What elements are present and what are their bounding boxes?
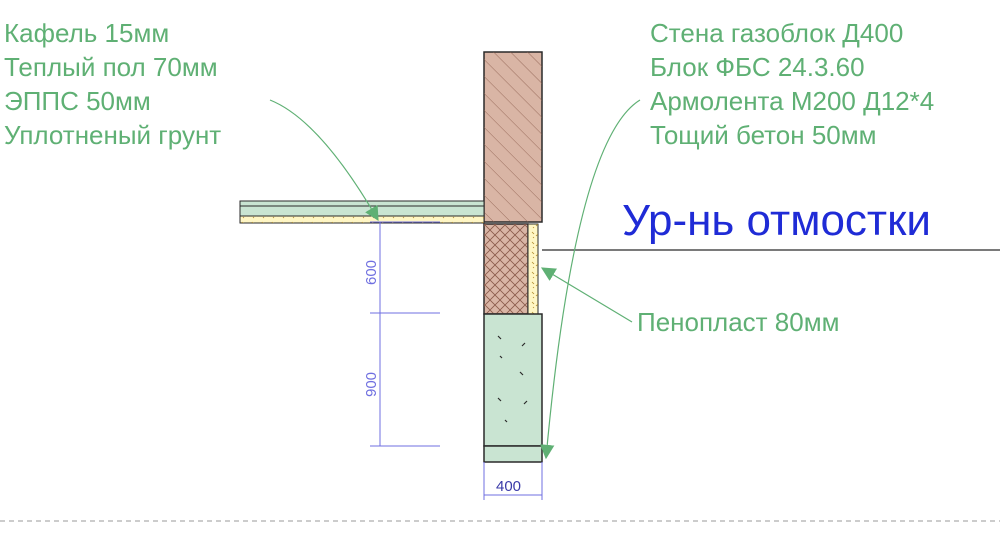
foam-insulation [527,223,539,315]
label-warm-floor: Теплый пол 70мм [4,52,218,82]
label-reinforced-band: Армолента М200 Д12*4 [650,86,935,116]
label-tile: Кафель 15мм [4,18,170,48]
leader-arrows [269,99,641,460]
label-aerated-wall: Стена газоблок Д400 [650,18,904,48]
aerated-block-wall [483,51,543,223]
right-layer-labels: Стена газоблок Д400 Блок ФБС 24.3.60 Арм… [650,16,934,152]
label-fbs-block: Блок ФБС 24.3.60 [650,52,865,82]
insulation-label: Пенопласт 80мм [637,307,840,337]
lean-concrete [483,445,543,463]
dimension-width: 400 [496,478,521,495]
dimension-lower: 900 [363,372,380,397]
dimension-lines [370,221,543,500]
fbs-block [483,313,543,447]
dimension-upper: 600 [363,260,380,285]
floor-layers [239,200,485,224]
label-xps: ЭППС 50мм [4,86,151,116]
floor-leader-arrow [269,99,379,222]
left-layer-labels: Кафель 15мм Теплый пол 70мм ЭППС 50мм Уп… [4,16,221,152]
label-lean-concrete: Тощий бетон 50мм [650,120,877,150]
right-leader-arrow [540,99,641,460]
level-label: Ур-нь отмостки [622,196,931,245]
label-compacted-soil: Уплотненый грунт [4,120,222,150]
insulation-leader-arrow [540,267,633,323]
reinforced-band [483,223,529,315]
